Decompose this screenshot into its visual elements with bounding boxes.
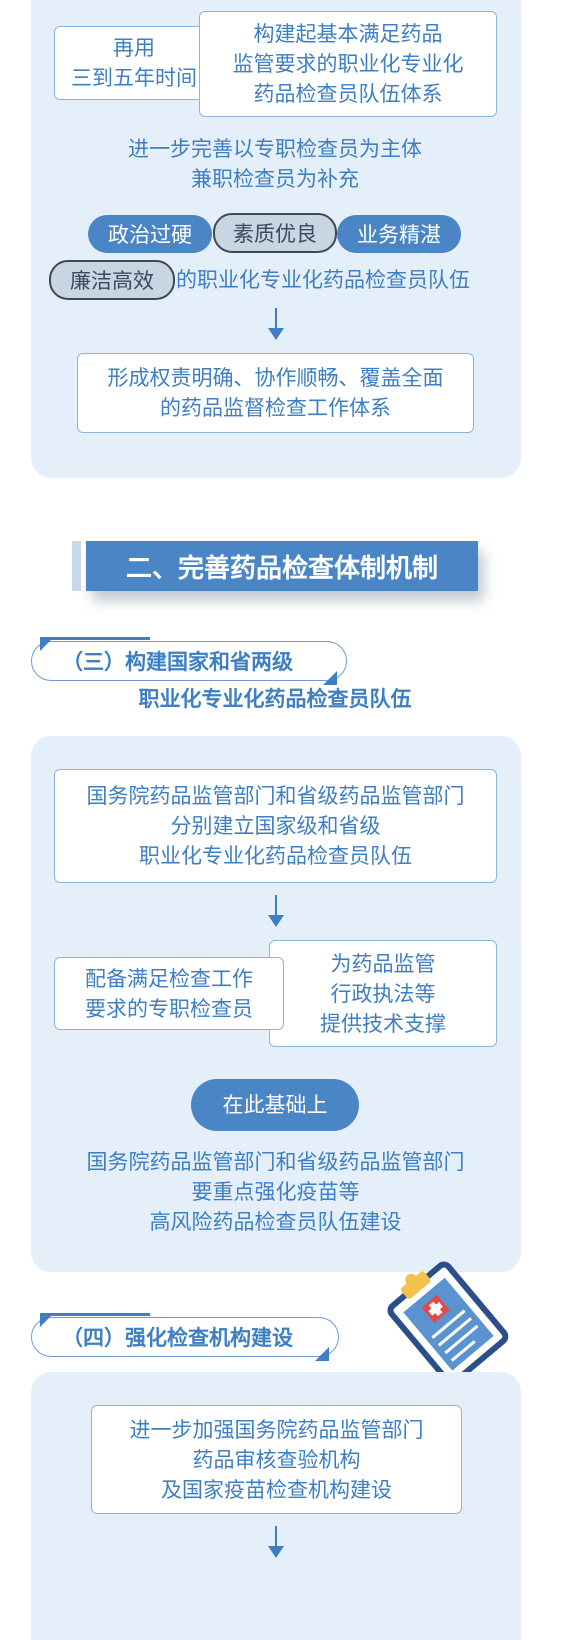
box-strengthen: 进一步加强国务院药品监管部门 药品审核查验机构 及国家疫苗检查机构建设 xyxy=(91,1405,462,1514)
corner-line xyxy=(40,637,150,640)
corner-decor xyxy=(315,1347,329,1361)
basis-label: 在此基础上 xyxy=(222,1093,328,1117)
corner-decor xyxy=(40,637,54,651)
box-departments: 国务院药品监管部门和省级药品监管部门 分别建立国家级和省级 职业化专业化药品检查… xyxy=(54,769,497,883)
section-title: 二、完善药品检查体制机制 xyxy=(86,541,478,591)
arrow-down-1 xyxy=(268,308,284,340)
text-vaccine: 国务院药品监管部门和省级药品监管部门 要重点强化疫苗等 高风险药品检查员队伍建设 xyxy=(86,1150,465,1234)
box-form-system: 形成权责明确、协作顺畅、覆盖全面 的药品监督检查工作体系 xyxy=(77,353,474,433)
arrow-down-2 xyxy=(268,895,284,927)
subheading-3-line2: 职业化专业化药品检查员队伍 xyxy=(138,687,412,711)
subheading-3: （三）构建国家和省两级 xyxy=(31,641,347,681)
box-reuse-period: 再用 三到五年时间 xyxy=(54,26,214,100)
corner-decor xyxy=(40,1313,54,1327)
text-improve: 进一步完善以专职检查员为主体 兼职检查员为补充 xyxy=(128,137,422,191)
arrow-down-3 xyxy=(268,1526,284,1558)
pill-business: 业务精湛 xyxy=(337,215,461,253)
subheading-4: （四）强化检查机构建设 xyxy=(31,1317,339,1357)
pill-integrity: 廉洁高效 xyxy=(49,260,175,300)
section-title-accent xyxy=(72,541,81,591)
box-support: 为药品监管 行政执法等 提供技术支撑 xyxy=(269,940,497,1047)
pill-quality: 素质优良 xyxy=(213,213,337,253)
box-build-system: 构建起基本满足药品 监管要求的职业化专业化 药品检查员队伍体系 xyxy=(199,11,497,117)
text-team-suffix: 的职业化专业化药品检查员队伍 xyxy=(176,268,470,292)
corner-line xyxy=(40,1313,150,1316)
pill-politics: 政治过硬 xyxy=(88,215,212,253)
clipboard-medical-icon xyxy=(387,1261,509,1386)
basis-band xyxy=(215,1079,335,1131)
corner-decor xyxy=(323,671,337,685)
box-equip: 配备满足检查工作 要求的专职检查员 xyxy=(54,957,284,1030)
